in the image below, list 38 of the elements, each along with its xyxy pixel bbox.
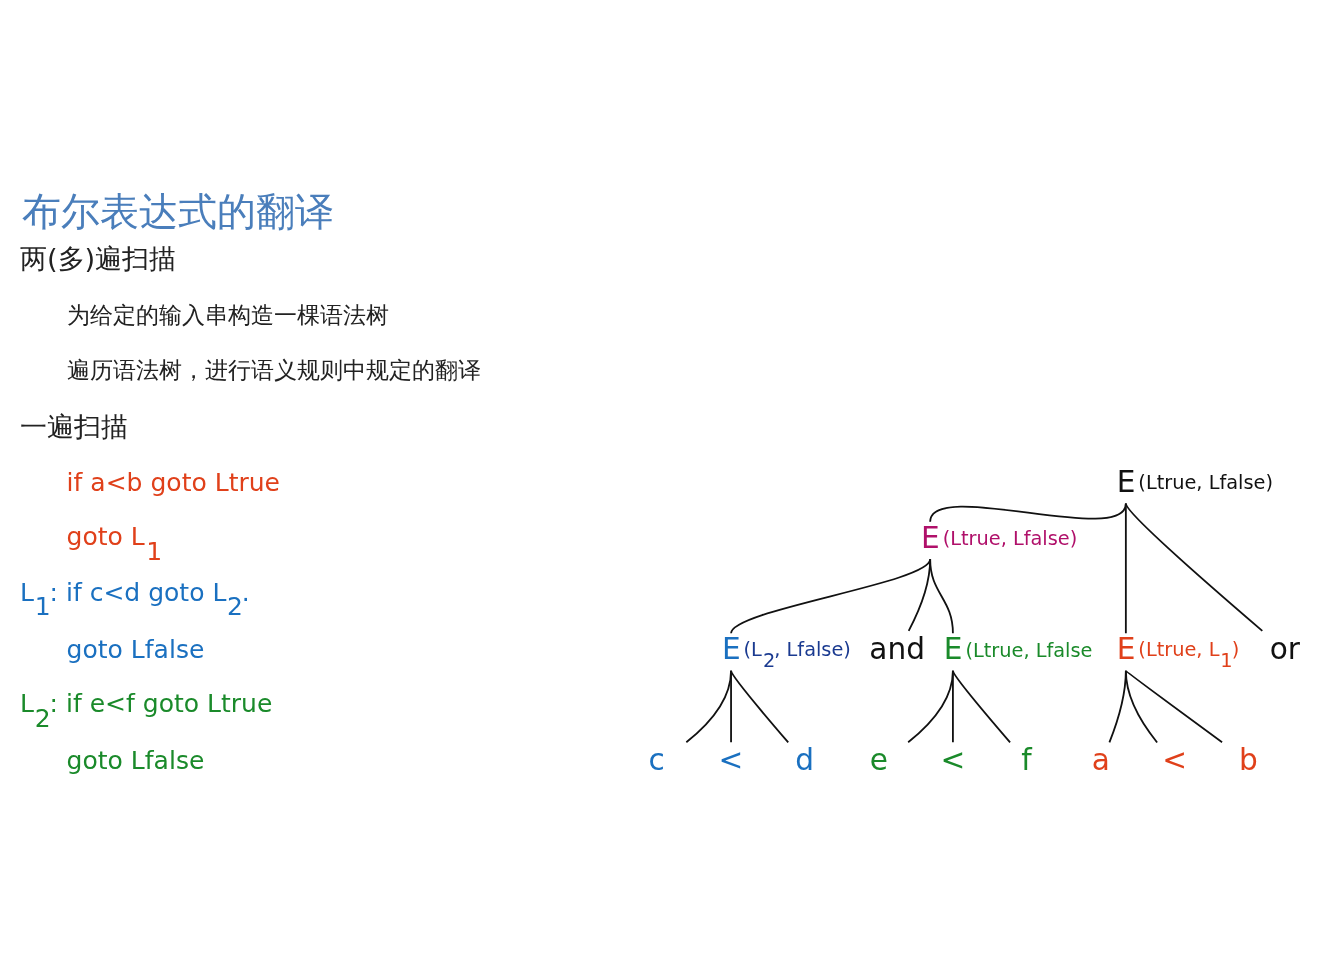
connector bbox=[730, 669, 732, 743]
node-text: E bbox=[1116, 631, 1136, 666]
node-text: E bbox=[921, 520, 940, 555]
node-label: (Ltrue, Lfalse) bbox=[942, 526, 1078, 550]
connector bbox=[1124, 502, 1127, 634]
label: 为给定的输入串构造一棵语法树 bbox=[66, 301, 389, 328]
node-text: e bbox=[869, 742, 889, 777]
node-text: or bbox=[1269, 631, 1301, 666]
label: 两(多)遍扫描 bbox=[19, 242, 177, 274]
connector bbox=[952, 669, 1011, 743]
label: goto Lfalse bbox=[66, 634, 205, 664]
node-text: E bbox=[1116, 464, 1136, 499]
connector bbox=[730, 669, 790, 743]
label: 遍历语法树，进行语义规则中规定的翻译 bbox=[66, 356, 481, 383]
diagram-title: 布尔表达式的翻译 bbox=[22, 188, 335, 234]
node-text: E bbox=[721, 631, 741, 666]
node-text: f bbox=[1021, 742, 1032, 777]
label: 一遍扫描 bbox=[19, 410, 128, 442]
node-text: a bbox=[1091, 742, 1110, 777]
node-text: d bbox=[795, 742, 815, 777]
node-text: < bbox=[1162, 742, 1188, 777]
connector bbox=[929, 557, 954, 634]
connector bbox=[1124, 502, 1264, 632]
node-text: < bbox=[718, 742, 744, 777]
node-text: b bbox=[1239, 742, 1258, 777]
node-label: (Ltrue, Lfalse) bbox=[1138, 470, 1273, 494]
connector bbox=[685, 669, 732, 743]
node-text: E bbox=[943, 631, 963, 666]
node-text: < bbox=[940, 742, 966, 777]
node-text: and bbox=[869, 631, 925, 666]
connector bbox=[907, 669, 954, 743]
connector bbox=[952, 669, 954, 743]
connector bbox=[1124, 669, 1159, 743]
node-label: (Ltrue, Lfalse bbox=[965, 638, 1093, 662]
node-text: c bbox=[648, 742, 665, 777]
connector bbox=[1124, 669, 1223, 743]
label: goto Lfalse bbox=[66, 745, 205, 775]
label: if a<b goto Ltrue bbox=[66, 467, 280, 497]
